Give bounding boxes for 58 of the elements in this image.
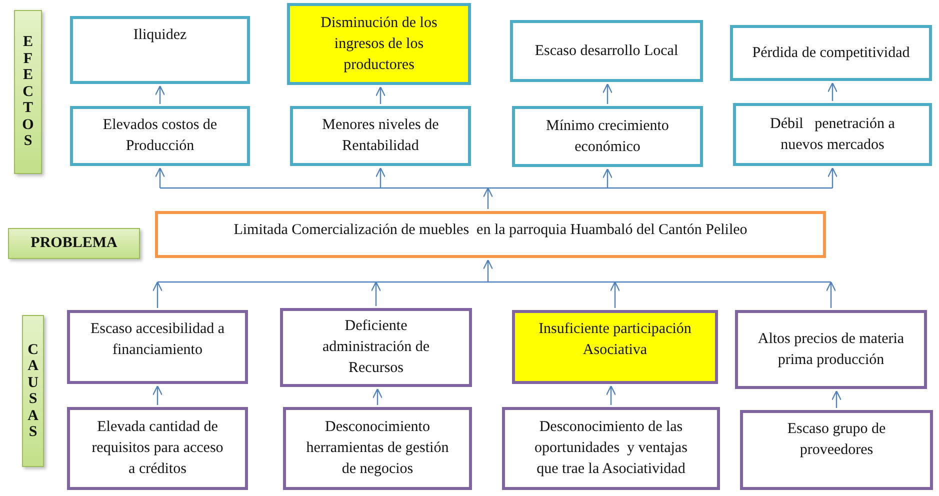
section-tag bbox=[8, 228, 140, 259]
box-text: Desconocimiento herramientas de gestión de negocios bbox=[305, 418, 450, 479]
arrow bbox=[827, 82, 838, 101]
box-text: Disminución de los ingresos de los productores bbox=[320, 14, 438, 74]
section-label: EFECTOS bbox=[21, 34, 35, 150]
cause-box bbox=[735, 310, 927, 389]
arrow bbox=[154, 85, 166, 104]
effect-box bbox=[70, 16, 250, 84]
box-text: Altos precios de materia prima producción bbox=[756, 330, 906, 370]
box-text: Escaso grupo de proveedores bbox=[786, 420, 887, 460]
arrow bbox=[610, 281, 620, 308]
effect-box bbox=[733, 103, 932, 166]
box-text: Débil penetración a nuevos mercados bbox=[769, 114, 896, 154]
arrow bbox=[152, 281, 163, 308]
arrow bbox=[370, 281, 382, 306]
effect-box bbox=[70, 106, 250, 166]
arrow bbox=[602, 83, 613, 104]
box-text: Deficiente administración de Recursos bbox=[321, 317, 431, 378]
arrow bbox=[375, 167, 386, 188]
effect-box bbox=[510, 20, 703, 82]
arrow bbox=[375, 86, 386, 104]
section-label: PROBLEMA bbox=[30, 234, 118, 253]
cause-box bbox=[512, 310, 718, 384]
box-text: Iliquidez bbox=[133, 26, 187, 45]
connector-trunk bbox=[156, 259, 832, 283]
arrow bbox=[606, 385, 616, 405]
cause-box bbox=[280, 308, 472, 387]
connector-trunk bbox=[159, 187, 834, 210]
box-text: Escaso accesibilidad a financiamiento bbox=[89, 320, 226, 360]
effect-box bbox=[512, 106, 703, 167]
cause-box bbox=[740, 410, 933, 490]
effect-box bbox=[290, 106, 471, 166]
box-text: Pérdida de competitividad bbox=[752, 44, 910, 62]
box-text: Insuficiente participación Asociativa bbox=[538, 320, 692, 360]
box-text: Mínimo crecimiento económico bbox=[545, 116, 670, 156]
section-tag bbox=[22, 315, 44, 467]
effect-box bbox=[287, 3, 471, 85]
arrow bbox=[826, 281, 836, 308]
arrow bbox=[827, 167, 838, 188]
box-text: Elevada cantidad de requisitos para acceso a créditos bbox=[90, 418, 224, 479]
arrow bbox=[152, 385, 163, 405]
box-text: Escaso desarrollo Local bbox=[534, 42, 678, 60]
effect-box bbox=[730, 25, 932, 81]
box-text: Menores niveles de Rentabilidad bbox=[321, 116, 440, 156]
cause-box bbox=[502, 407, 720, 490]
cause-box bbox=[283, 407, 472, 490]
cause-box bbox=[67, 407, 248, 490]
arrow bbox=[372, 388, 383, 405]
problem-box bbox=[155, 211, 826, 258]
section-tag bbox=[14, 10, 42, 174]
box-text: Limitada Comercialización de muebles en la parroquia Huambaló del Cantón Pelileo bbox=[234, 221, 748, 240]
arrow bbox=[602, 168, 613, 188]
cause-box bbox=[67, 310, 248, 384]
box-text: Desconocimiento de las oportunidades y ventajas que trae la Asociatividad bbox=[534, 418, 688, 479]
box-text: Elevados costos de Producción bbox=[102, 116, 218, 156]
section-label: CAUSAS bbox=[26, 342, 40, 440]
arrow bbox=[154, 167, 166, 188]
arrow bbox=[831, 390, 842, 408]
